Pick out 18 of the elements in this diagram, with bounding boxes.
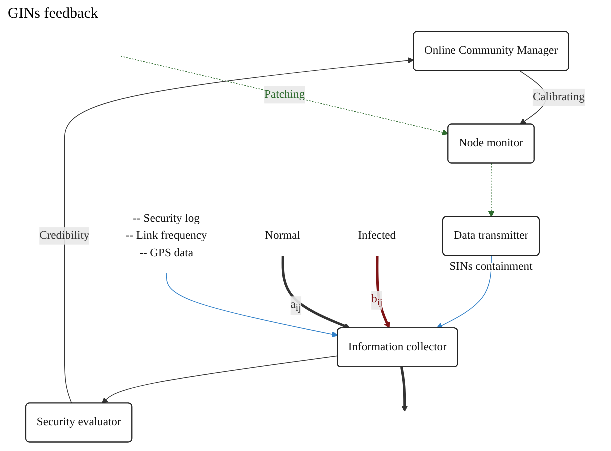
node-text: -- Security log -- Link frequency -- GPS data: [126, 212, 208, 260]
arrow: [120, 56, 449, 136]
arrow: [400, 367, 408, 412]
arrow: [436, 256, 492, 329]
node-text: Infected: [358, 230, 396, 242]
edge-label: b$_{ij}$: [372, 293, 383, 308]
node-text: Normal: [265, 230, 300, 242]
edge-label: Patching: [264, 88, 306, 101]
arrow: [102, 356, 338, 404]
arrow: [376, 256, 390, 329]
edge-label: Calibrating: [532, 91, 585, 104]
arrow: [166, 273, 338, 338]
edge-label: Credibility: [40, 230, 90, 242]
arrow: [488, 163, 495, 218]
arrow: [282, 256, 351, 330]
note-text: GINs feedback: [8, 6, 98, 22]
arrow: [64, 58, 414, 404]
edge-label: a$_{ij}$: [290, 298, 302, 314]
